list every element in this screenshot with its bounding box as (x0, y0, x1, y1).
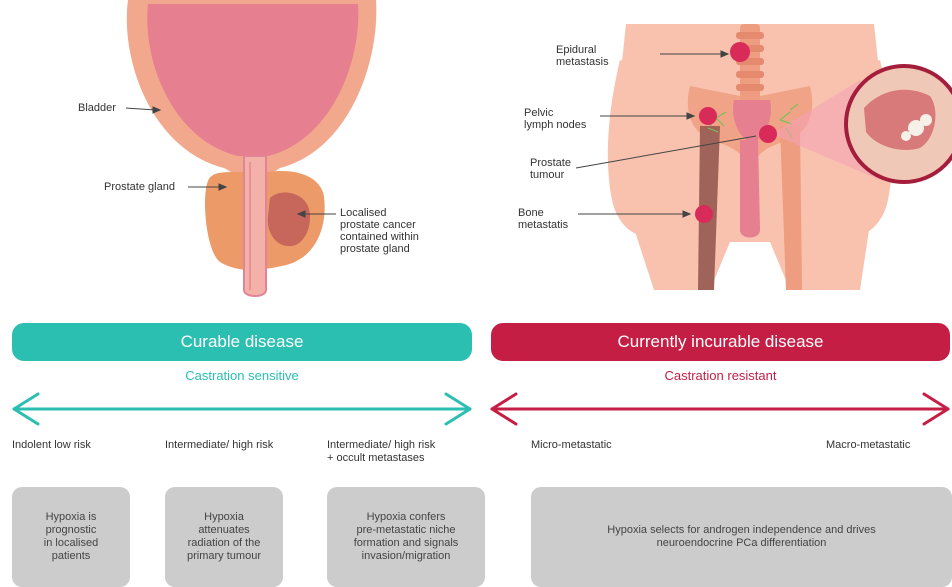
label-bladder: Bladder (78, 102, 116, 114)
incurable-double-arrow (492, 394, 948, 424)
prostate-tumour-dot (759, 125, 777, 143)
penis-shape (740, 140, 760, 238)
body-illustration (608, 24, 952, 290)
epidural-metastasis-dot (730, 42, 750, 62)
incurable-disease-banner: Currently incurable disease (491, 323, 950, 361)
stage-intermediate-high-risk: Intermediate/ high risk (165, 439, 273, 452)
curable-double-arrow (14, 394, 470, 424)
stage-micro-metastatic: Micro-metastatic (531, 439, 612, 452)
bone-metastasis-dot (695, 205, 713, 223)
curable-disease-banner: Curable disease (12, 323, 472, 361)
label-prostate-gland: Prostate gland (104, 181, 175, 193)
castration-sensitive-label: Castration sensitive (12, 368, 472, 383)
stage-macro-metastatic: Macro-metastatic (826, 439, 910, 452)
urethra (244, 156, 266, 296)
stage-intermediate-high-risk-occult: Intermediate/ high risk+ occult metastas… (327, 439, 435, 465)
label-localised-cancer: Localised prostate cancer contained with… (340, 207, 419, 255)
cancer-region (268, 192, 310, 246)
castration-resistant-label: Castration resistant (491, 368, 950, 383)
stage-indolent-low-risk: Indolent low risk (12, 439, 91, 452)
bladder-prostate-illustration (127, 0, 377, 296)
pelvic-lymph-node-dot (699, 107, 717, 125)
hypoxia-selects-box: Hypoxia selects for androgen independenc… (531, 487, 952, 587)
